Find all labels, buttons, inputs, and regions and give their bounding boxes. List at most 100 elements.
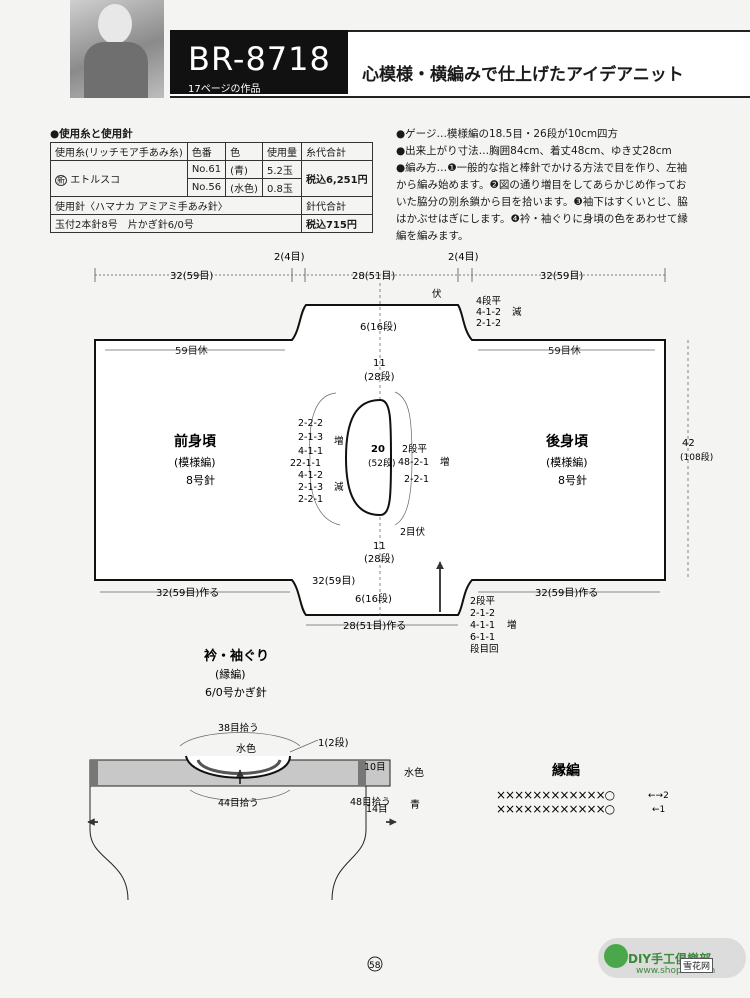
dim-top-gap-left: 2(4目) (274, 252, 305, 263)
neck-right-1: 2段平 (402, 443, 428, 455)
neck-right-2: 48-2-1 (398, 457, 429, 468)
back-pattern: (模様編) (546, 455, 588, 469)
upper-height-rows: (28段) (364, 370, 395, 383)
yarn-name: エトルスコ (70, 175, 121, 186)
watermark-url: www.shop07.com (636, 966, 716, 976)
neck-right-inc: 増 (440, 456, 450, 468)
bottom-inc-mark: 増 (507, 619, 517, 631)
edging-sub: (縁編) (215, 667, 246, 681)
back-label: 後身頃 (546, 433, 589, 450)
code-box (170, 30, 348, 94)
instructions: ●ゲージ…模様編の18.5目・26段が10cm四方 ●出来上がり寸法…胸囲84c… (396, 126, 726, 245)
edging-needle: 6/0号かぎ針 (205, 685, 267, 699)
border-row-1: ××××××××××××○ (496, 802, 615, 816)
border-title: 縁編 (552, 762, 580, 779)
back-needle: 8号針 (558, 473, 587, 487)
yarn-name-cell: 新 エトルスコ (50, 160, 188, 197)
right-dec-2: 4-1-2 (476, 307, 501, 318)
neck-left-2: 2-1-3 (298, 432, 323, 443)
pick-bottom-label: 44目拾う (218, 797, 259, 809)
dim-top-mid: 28(51目) (352, 271, 395, 282)
shoulder-height: 6(16段) (360, 320, 397, 333)
method-line-5: 編を編みます。 (396, 230, 469, 242)
method-line-3: いた脇分の別糸鎖から目を拾います。❸袖下はすくいとじ、脇 (396, 196, 688, 208)
fuku-label: 伏 (432, 288, 442, 300)
front-needle: 8号針 (186, 473, 215, 487)
neck-left-4: 22-1-1 (290, 458, 321, 469)
neck-guide-right (394, 391, 413, 526)
edging-title: 衿・袖ぐり (204, 648, 269, 664)
bottom-inc-1: 2段平 (470, 595, 496, 607)
edging-rows-leader (289, 739, 319, 753)
height-value: 42 (682, 438, 695, 449)
edging-band-left-edge (90, 760, 98, 786)
bottom-make-label: 28(51目)作る (343, 620, 406, 632)
bottom-inc-4: 6-1-1 (470, 632, 495, 643)
right-dec-3: 2-1-2 (476, 318, 501, 329)
bottom-height: 6(16段) (355, 592, 392, 605)
method-line-4: はかぶせはぎにします。❹衿・袖ぐりに身頃の色をあわせて縁 (396, 213, 688, 225)
pick-top-label: 38目拾う (218, 722, 259, 734)
lower-height-rows: (28段) (364, 552, 395, 565)
neck-left-1: 2-2-2 (298, 418, 323, 429)
model-photo (70, 0, 164, 98)
neck-dec-mark: 減 (334, 481, 344, 493)
right-dec-1: 4段平 (476, 295, 502, 307)
needle-list: 玉付2本針8号 片かぎ針6/0号 (50, 214, 302, 233)
bottom-inc-2: 2-1-2 (470, 608, 495, 619)
edging-color-2: 水色 (404, 766, 424, 779)
pick-top-guide (179, 732, 301, 747)
gauge-line: ●ゲージ…模様編の18.5目・26段が10cm四方 (396, 128, 619, 140)
bottom-inc-3: 4-1-1 (470, 620, 495, 631)
bottom-inc-5: 段目回 (470, 643, 499, 655)
lower-height: 11 (373, 541, 386, 552)
edging-band-right-edge (358, 760, 366, 786)
border-row-2: ××××××××××××○ (496, 788, 615, 802)
neck-left-7: 2-2-1 (298, 494, 323, 505)
materials-table: 使用糸(リッチモア手あみ糸) 色番 色 使用量 糸代合計 新 エトルスコ No.… (50, 142, 373, 233)
edging-pick-side: 48目拾う (350, 796, 391, 808)
edging-rows: 1(2段) (318, 736, 349, 749)
method-line-1: ●編み方…❶一般的な指と棒針でかける方法で目を作り、左袖 (396, 162, 688, 174)
neck-opening (344, 398, 392, 517)
left-rest-label: 59目休 (175, 345, 208, 357)
bottom-left-label: 32(59目)作る (156, 587, 219, 599)
top-dimension (94, 268, 666, 282)
upper-height: 11 (373, 358, 386, 369)
height-rows: (108段) (680, 451, 713, 463)
bottom-mid-label: 32(59目) (312, 576, 355, 587)
watermark-mark: 雪花网 (680, 958, 714, 973)
bottom-right-label: 32(59目)作る (535, 587, 598, 599)
watermark-logo-icon (604, 944, 628, 968)
neck-left-5: 4-1-2 (298, 470, 323, 481)
neck-left-3: 4-1-1 (298, 446, 323, 457)
size-line: ●出来上がり寸法…胸囲84cm、着丈48cm、ゆき丈28cm (396, 145, 672, 157)
page-number: 58 (369, 961, 381, 971)
pick-bottom-guide (189, 789, 291, 801)
neck-fuku: 2目伏 (400, 526, 426, 538)
neck-guide-left (309, 392, 341, 526)
edging-ten: 10目 (364, 762, 386, 773)
dim-top-gap-right: 2(4目) (448, 252, 479, 263)
method-line-2: から編み始めます。❷図の通り増目をしてあらかじめ作ってお (396, 179, 687, 191)
sleeve-left-curve (89, 786, 129, 901)
needle-total: 税込715円 (300, 214, 373, 233)
sleeve-right-curve (331, 786, 367, 901)
front-label: 前身頃 (174, 433, 217, 450)
edging-ao: 青 (410, 798, 420, 811)
model-head (98, 4, 132, 44)
neck-left-6: 2-1-3 (298, 482, 323, 493)
neck-height-rows: (52段) (368, 457, 395, 469)
neck-inc-mark: 増 (334, 435, 344, 447)
edging-fourteen: 14目 (366, 804, 388, 815)
right-dec-mark: 減 (512, 306, 522, 318)
neck-right-3: 2-2-1 (404, 474, 429, 485)
right-rest-label: 59目休 (548, 345, 581, 357)
yarn-total: 税込6,251円 (300, 160, 373, 197)
border-arrow-1: ←1 (652, 805, 665, 815)
front-pattern: (模様編) (174, 455, 216, 469)
edging-color-label: 水色 (236, 742, 256, 755)
new-mark: 新 (55, 175, 67, 186)
materials-heading: ●使用糸と使用針 (50, 128, 133, 140)
